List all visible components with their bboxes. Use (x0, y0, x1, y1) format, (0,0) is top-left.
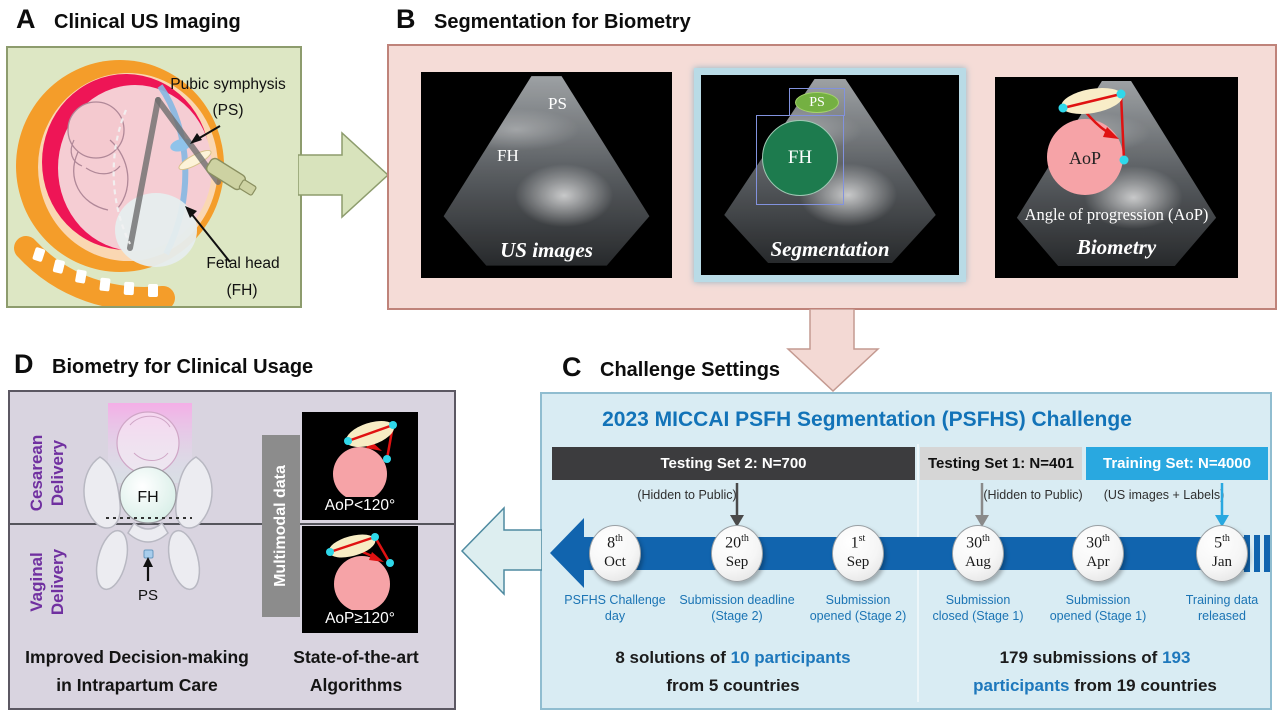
aop-full-annotation: Angle of progression (AoP) (1024, 205, 1209, 224)
annotation-arrows (185, 125, 231, 263)
aop-greater-box: AoP≥120° (302, 526, 418, 633)
ps-annotation: PS (809, 95, 825, 110)
improved-decision-caption-line2: in Intrapartum Care (56, 675, 218, 695)
fh-annotation: FH (787, 147, 813, 168)
milestone-circle: 20th Sep (711, 525, 763, 582)
aop-less-label: AoP<120° (324, 497, 396, 514)
stage-divider (917, 444, 919, 702)
sota-caption-line2: Algorithms (309, 675, 403, 695)
milestone-date: 1st (850, 533, 866, 552)
flow-arrow-b-to-c-icon (786, 309, 880, 393)
milestone-circle: 30th Aug (952, 525, 1004, 582)
milestone-circle: 8th Oct (589, 525, 641, 582)
aop-annotation: AoP (1069, 148, 1101, 168)
multimodal-data-label: Multimodal data (272, 465, 289, 587)
delivery-divider-line (10, 523, 454, 525)
milestone-circle: 1st Sep (832, 525, 884, 582)
milestone-label: Submission deadline(Stage 2) (679, 593, 795, 624)
panel-c: 2023 MICCAI PSFH Segmentation (PSFHS) Ch… (540, 392, 1272, 710)
stage2-stats-line2: from 5 countries (666, 676, 800, 695)
panel-b: PS FH US images PS FH Segmentation (387, 44, 1277, 310)
panel-d-title: Biometry for Clinical Usage (52, 356, 314, 378)
fh-segmentation-mask: FH (762, 120, 838, 196)
panel-c-title: Challenge Settings (600, 359, 781, 381)
training-set-bar: Training Set: N=4000 (1086, 447, 1268, 480)
timeline-arrowhead-icon (550, 518, 584, 588)
flow-arrow-a-to-b-icon (298, 131, 390, 219)
hidden-note-stage2: (Hidden to Public) (637, 488, 737, 502)
us-image-caption: US images (500, 238, 593, 262)
aop-less-box: AoP<120° (302, 412, 418, 520)
clinical-us-illustration (14, 60, 257, 306)
panel-c-letter: C (562, 352, 582, 382)
ps-label: Pubic symphysis (170, 76, 286, 93)
segmentation-image-frame: PS FH Segmentation (694, 68, 966, 282)
milestone-date: 5th (1214, 533, 1230, 552)
biometry-caption: Biometry (1076, 235, 1157, 259)
timeline-bar (583, 537, 1245, 570)
fh-label: Fetal head (206, 255, 280, 272)
timeline-end-bar (1254, 535, 1260, 572)
fh-bounding-box (756, 115, 844, 205)
sota-caption-line1: State-of-the-art (293, 647, 419, 667)
improved-decision-caption-line1: Improved Decision-making (25, 647, 249, 667)
aop-measurement-overlay: AoP (1047, 88, 1129, 195)
ps-segmentation-mask: PS (795, 92, 839, 113)
multimodal-data-bar: Multimodal data (262, 435, 300, 617)
milestone-circle: 5th Jan (1196, 525, 1248, 582)
testing-set-2-bar: Testing Set 2: N=700 (552, 447, 915, 480)
aop-greater-label: AoP≥120° (325, 610, 395, 627)
panel-b-title: Segmentation for Biometry (434, 11, 691, 33)
biometry-image: AoP Angle of progression (AoP) Biometry (995, 77, 1238, 278)
milestone-date: 30th (1086, 533, 1110, 552)
testing-set-1-bar: Testing Set 1: N=401 (920, 447, 1082, 480)
fh-abbrev: (FH) (226, 282, 258, 299)
stage1-stats-line2: participants from 19 countries (973, 676, 1217, 695)
panel-a-letter: A (16, 4, 36, 34)
milestone-date: 20th (725, 533, 749, 552)
down-arrow-gray-icon (975, 483, 989, 527)
panel-d-letter: D (14, 349, 34, 379)
aop-greater-diagram (326, 533, 394, 612)
fh-annotation: FH (497, 146, 519, 165)
challenge-heading: 2023 MICCAI PSFH Segmentation (PSFHS) Ch… (602, 408, 1132, 431)
segmentation-image: PS FH Segmentation (701, 75, 959, 275)
segmentation-caption: Segmentation (770, 237, 890, 261)
stage1-stats-line1: 179 submissions of 193 (999, 648, 1191, 667)
milestone-date: 8th (607, 533, 623, 552)
ps-annotation: PS (138, 587, 158, 604)
hidden-note-stage1: (Hidden to Public) (983, 488, 1083, 502)
fh-annotation: FH (137, 489, 158, 506)
flow-arrow-c-to-d-icon (460, 506, 542, 596)
panel-a-title: Clinical US Imaging (54, 11, 241, 33)
panel-b-letter: B (396, 4, 416, 34)
down-arrow-blue-icon (1215, 483, 1229, 527)
timeline-end-bar (1264, 535, 1270, 572)
probe-icon (205, 157, 257, 196)
pelvis-illustration: FH PS (83, 403, 213, 604)
us-image: PS FH US images (421, 72, 672, 278)
milestone-date: 30th (966, 533, 990, 552)
milestone-circle: 30th Apr (1072, 525, 1124, 582)
training-note: (US images + Labels) (1103, 488, 1225, 502)
ps-annotation: PS (548, 94, 567, 113)
stage2-stats-line1: 8 solutions of 10 participants (615, 648, 851, 667)
ps-abbrev: (PS) (212, 102, 244, 119)
down-arrow-dark-icon (730, 483, 744, 527)
aop-less-diagram (333, 420, 397, 501)
